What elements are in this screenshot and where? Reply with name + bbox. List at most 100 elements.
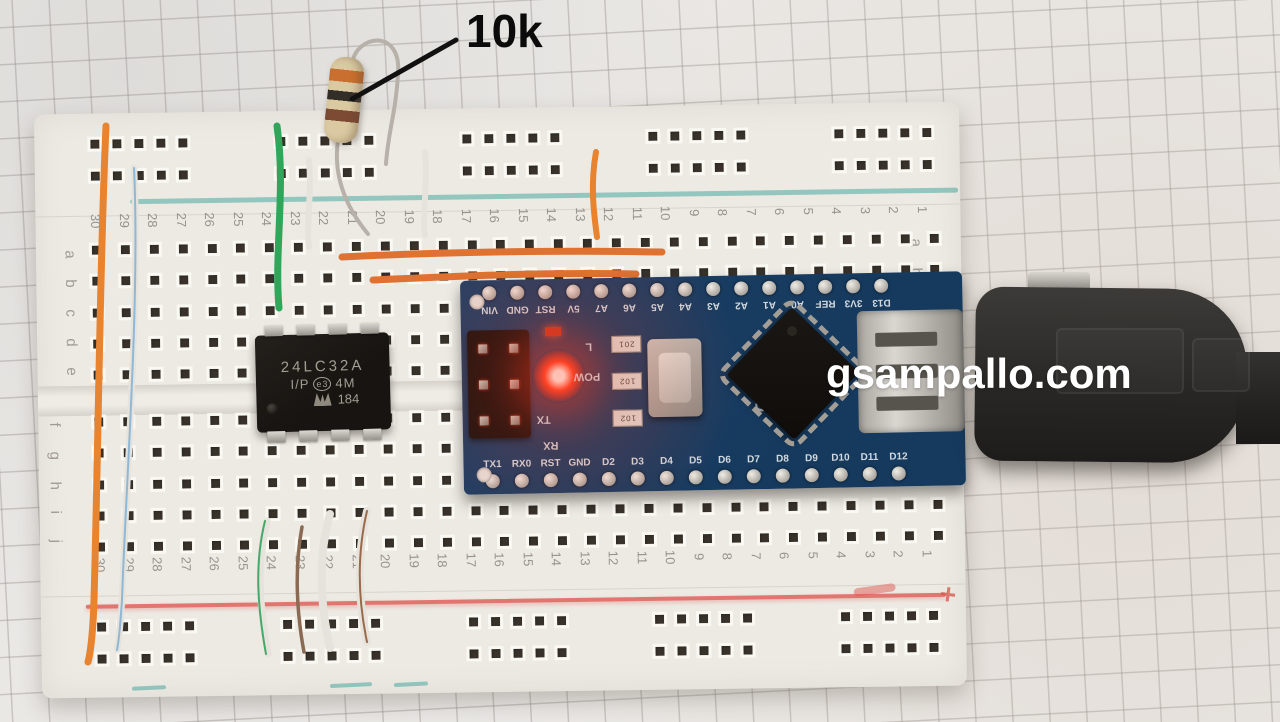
icsp-pin — [478, 379, 489, 389]
breadboard-hole — [468, 534, 484, 550]
breadboard-hole — [843, 497, 859, 513]
pin-label: 3V3 — [844, 297, 863, 309]
pin-label: A3 — [707, 299, 721, 312]
pin-label: D12 — [889, 451, 908, 463]
pin-label: D5 — [688, 455, 702, 467]
rail-hole — [733, 159, 749, 175]
column-number: 9 — [686, 209, 702, 217]
breadboard-hole — [179, 507, 195, 523]
solder-pad — [538, 285, 553, 300]
column-number: 23 — [292, 554, 308, 570]
icsp-pin — [509, 343, 519, 353]
rail-hole — [138, 618, 154, 635]
rail-hole — [182, 618, 198, 634]
pin-label: D10 — [831, 452, 850, 464]
rail-hole — [532, 645, 548, 661]
breadboard-hole — [785, 498, 801, 514]
breadboard-hole — [439, 534, 455, 550]
rail-hole — [87, 168, 103, 184]
breadboard-hole — [839, 232, 856, 248]
breadboard-hole — [670, 531, 686, 547]
breadboard-hole — [89, 305, 105, 321]
breadboard-hole — [147, 335, 164, 351]
rail-hole — [116, 619, 132, 635]
chip-pin — [331, 429, 350, 441]
rail-hole — [509, 613, 526, 629]
chip-pin — [363, 428, 382, 440]
breadboard-hole — [150, 507, 166, 523]
breadboard-hole — [409, 441, 425, 457]
column-number: 27 — [173, 212, 189, 228]
column-number: 16 — [487, 208, 503, 223]
breadboard-hole — [235, 412, 251, 428]
smd-resistor: 102 — [611, 372, 643, 390]
breadboard-hole — [204, 272, 220, 288]
pin-label: RST — [535, 303, 556, 315]
breadboard-hole — [348, 238, 364, 255]
pin-label: A0 — [791, 298, 805, 310]
rail-hole-row — [94, 639, 942, 667]
breadboard-hole — [897, 231, 913, 247]
breadboard-hole — [525, 502, 541, 518]
column-number: 17 — [463, 552, 479, 568]
column-number: 13 — [577, 550, 593, 566]
breadboard-hole — [265, 474, 281, 490]
breadboard-hole — [120, 476, 137, 492]
rail-hole — [488, 645, 504, 662]
column-number: 21 — [344, 210, 360, 225]
rail-hole — [547, 162, 563, 178]
breadboard-hole — [351, 442, 367, 458]
breadboard-hole — [926, 230, 942, 247]
breadboard-hole — [120, 445, 136, 461]
rail-hole — [739, 610, 756, 626]
breadboard-hole — [234, 303, 250, 319]
breadboard-hole — [205, 303, 221, 319]
breadboard-hole — [121, 539, 138, 555]
pin1-dimple — [266, 403, 278, 415]
breadboard-hole — [324, 536, 340, 552]
red-marker-line — [85, 592, 946, 609]
lead-free-mark: e3 — [313, 376, 332, 391]
rail-hole-group — [273, 164, 377, 182]
breadboard-hole — [176, 303, 192, 320]
rail-hole — [109, 168, 125, 184]
breadboard-hole — [234, 365, 251, 381]
breadboard-hole — [464, 237, 480, 253]
rail-hole — [733, 127, 749, 143]
column-number: 18 — [430, 209, 446, 224]
chip-pin — [328, 323, 347, 335]
breadboard-hole — [352, 504, 368, 520]
column-number: 15 — [520, 551, 536, 567]
rail-hole-row — [87, 124, 935, 152]
rail-hole — [645, 160, 661, 176]
breadboard-hole — [930, 527, 946, 544]
solder-pad — [804, 467, 819, 483]
breadboard-hole — [381, 535, 397, 551]
breadboard-hole — [206, 365, 222, 382]
rail-hole — [919, 156, 935, 173]
chip-package-line: I/P e3 4M — [290, 375, 355, 392]
row-letter: b — [61, 279, 80, 289]
rail-hole — [897, 157, 913, 173]
solder-pad — [543, 472, 558, 488]
breadboard-hole — [868, 231, 884, 247]
rail-hole-group — [465, 613, 570, 630]
breadboard-hole — [146, 272, 163, 289]
solder-pad — [594, 283, 609, 299]
rail-hole — [667, 128, 683, 144]
rail-hole — [503, 162, 519, 178]
column-number: 30 — [92, 557, 108, 573]
hole-row — [92, 496, 946, 524]
rail-hole — [525, 130, 541, 146]
breadboard-hole — [496, 502, 513, 518]
breadboard-hole — [666, 234, 682, 250]
breadboard-hole — [92, 539, 109, 555]
rail-hole-row — [87, 156, 935, 184]
pin-label: RX0 — [511, 458, 532, 470]
rail-hole — [831, 126, 847, 142]
breadboard-hole — [436, 300, 452, 316]
column-number: 24 — [263, 555, 279, 571]
solder-pad — [514, 473, 529, 488]
rail-hole — [324, 616, 340, 632]
rail-hole — [531, 613, 548, 629]
